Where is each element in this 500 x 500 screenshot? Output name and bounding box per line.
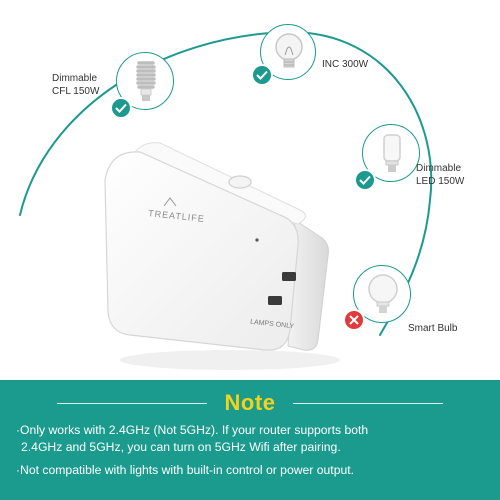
smart-plug-device <box>104 142 340 370</box>
led-check-icon <box>354 169 376 191</box>
product-illustration: Dimmable CFL 150W INC 300W Dimmable LED … <box>19 24 465 370</box>
cfl-label: Dimmable CFL 150W <box>52 73 100 97</box>
connection-arc <box>19 30 433 336</box>
cfl-bulb-icon <box>136 61 156 101</box>
note-header: Note <box>0 388 500 418</box>
smart-cross-icon <box>343 309 365 331</box>
inc-label: INC 300W <box>322 59 369 70</box>
inc-bulb-bubble <box>260 24 316 80</box>
note-item-1: ·Only works with 2.4GHz (Not 5GHz). If y… <box>16 422 486 456</box>
note-panel: Note ·Only works with 2.4GHz (Not 5GHz).… <box>0 380 500 500</box>
note-item-1-line2: 2.4GHz and 5GHz, you can turn on 5GHz Wi… <box>21 440 341 454</box>
note-title: Note <box>224 390 276 415</box>
cfl-check-icon <box>110 97 132 119</box>
note-item-2-line1: ·Not compatible with lights with built-i… <box>16 463 355 477</box>
led-label: Dimmable LED 150W <box>416 163 465 187</box>
incandescent-bulb-icon <box>275 33 303 68</box>
note-divider-left <box>56 402 207 404</box>
led-bulb-icon <box>383 134 401 172</box>
note-divider-right <box>293 402 444 404</box>
note-item-2: ·Not compatible with lights with built-i… <box>16 462 486 479</box>
inc-check-icon <box>251 64 273 86</box>
smart-bulb-icon <box>368 274 398 313</box>
note-item-1-line1: ·Only works with 2.4GHz (Not 5GHz). If y… <box>16 423 369 437</box>
smart-label: Smart Bulb <box>408 323 458 334</box>
